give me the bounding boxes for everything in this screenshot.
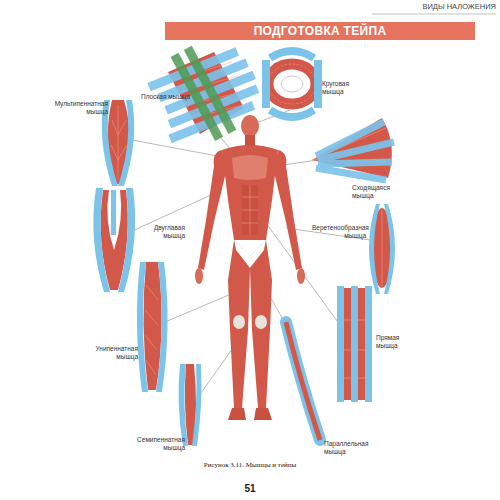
biceps-muscle-part <box>118 188 135 292</box>
unipennate-muscle-part <box>156 262 168 392</box>
semipennate-muscle-part <box>179 364 188 446</box>
figure-caption: Рисунок 3.11. Мышцы и тейпы <box>100 461 400 469</box>
muscle-label: Круговая мышца <box>322 80 362 95</box>
muscle-label: Унипеннатная мышца <box>84 345 138 360</box>
parallel-muscle-part <box>286 322 320 440</box>
unipennate-muscle <box>137 262 168 392</box>
human-body-part <box>228 408 246 420</box>
circular-muscle-part <box>268 64 316 104</box>
converging-muscle-part <box>318 142 394 160</box>
muscle-label: Прямая мышца <box>376 334 416 349</box>
human-body-part <box>195 268 203 284</box>
rectus-muscle-part <box>337 286 344 402</box>
circular-muscle-part <box>268 64 316 104</box>
rectus-muscle-part <box>351 286 358 402</box>
unipennate-muscle-part <box>146 360 156 375</box>
human-body-part <box>233 315 245 329</box>
parallel-muscle-part <box>286 322 320 440</box>
converging-muscle-part <box>316 168 386 180</box>
muscle-label: Параллельная мышца <box>324 440 376 455</box>
fusiform-muscle <box>369 204 395 294</box>
circular-muscle <box>262 51 322 117</box>
multipennate-muscle-part <box>112 120 118 135</box>
muscle-label: Плоская мышца <box>140 93 190 101</box>
human-body-part <box>241 115 259 137</box>
multipennate-muscle-part <box>118 100 134 186</box>
fusiform-muscle-part <box>382 210 383 286</box>
unipennate-muscle-part <box>145 285 158 375</box>
biceps-muscle-part <box>111 190 116 235</box>
biceps-muscle-part <box>93 188 110 292</box>
semipennate-muscle-part <box>192 364 202 446</box>
circular-muscle-part <box>270 110 314 117</box>
muscle-label: Веретенообразная мышца <box>312 224 366 239</box>
title-band-part <box>165 22 475 40</box>
human-body-part <box>255 315 267 329</box>
muscle-label: Семипеннатная мышца <box>130 436 185 451</box>
leader-lines-part <box>165 292 236 322</box>
human-body-part <box>274 150 302 270</box>
human-body-part <box>250 240 272 408</box>
header-rule <box>372 14 496 15</box>
title-band <box>165 22 475 40</box>
header-rule-part <box>372 14 496 15</box>
human-body-part <box>232 155 268 180</box>
human-body-part <box>242 185 258 235</box>
human-body-part <box>242 185 258 235</box>
multipennate-muscle-part <box>118 120 126 135</box>
circular-muscle-part <box>270 51 314 58</box>
human-body-part <box>250 185 251 235</box>
circular-muscle-part <box>281 76 303 92</box>
fusiform-muscle-part <box>384 204 395 294</box>
human-body <box>195 115 305 420</box>
unipennate-muscle-part <box>145 335 157 350</box>
muscle-label: Двуглавая мышца <box>135 224 185 239</box>
unipennate-muscle-part <box>137 262 148 392</box>
title-text: ПОДГОТОВКА ТЕЙПА <box>165 22 475 40</box>
human-body-part <box>228 240 250 408</box>
muscle-label: Мультипеннатная мышца <box>48 100 108 115</box>
human-body-part <box>198 150 226 270</box>
converging-muscle <box>312 118 394 180</box>
human-body-part <box>254 408 272 420</box>
multipennate-muscle-part <box>118 105 119 180</box>
human-body-part <box>297 268 305 284</box>
biceps-muscle <box>93 188 135 292</box>
converging-muscle-part <box>316 122 394 180</box>
circular-muscle-part <box>314 60 322 108</box>
section-header: ВИДЫ НАЛОЖЕНИЯ <box>372 3 496 12</box>
unipennate-muscle-part <box>146 285 158 300</box>
multipennate-muscle-part <box>111 145 118 160</box>
fusiform-muscle-part <box>369 204 380 294</box>
circular-muscle-part <box>262 60 270 108</box>
rectus-muscle-part <box>365 286 372 402</box>
leader-lines-part <box>132 140 228 158</box>
rectus-muscle <box>337 286 372 402</box>
parallel-muscle <box>286 322 320 440</box>
human-body-part <box>222 145 278 240</box>
page-number: 51 <box>225 483 275 494</box>
muscle-label: Сходящаяся мышца <box>352 184 397 199</box>
semipennate-muscle <box>179 364 202 446</box>
unipennate-muscle-part <box>145 310 158 325</box>
converging-muscle-part <box>318 162 392 164</box>
